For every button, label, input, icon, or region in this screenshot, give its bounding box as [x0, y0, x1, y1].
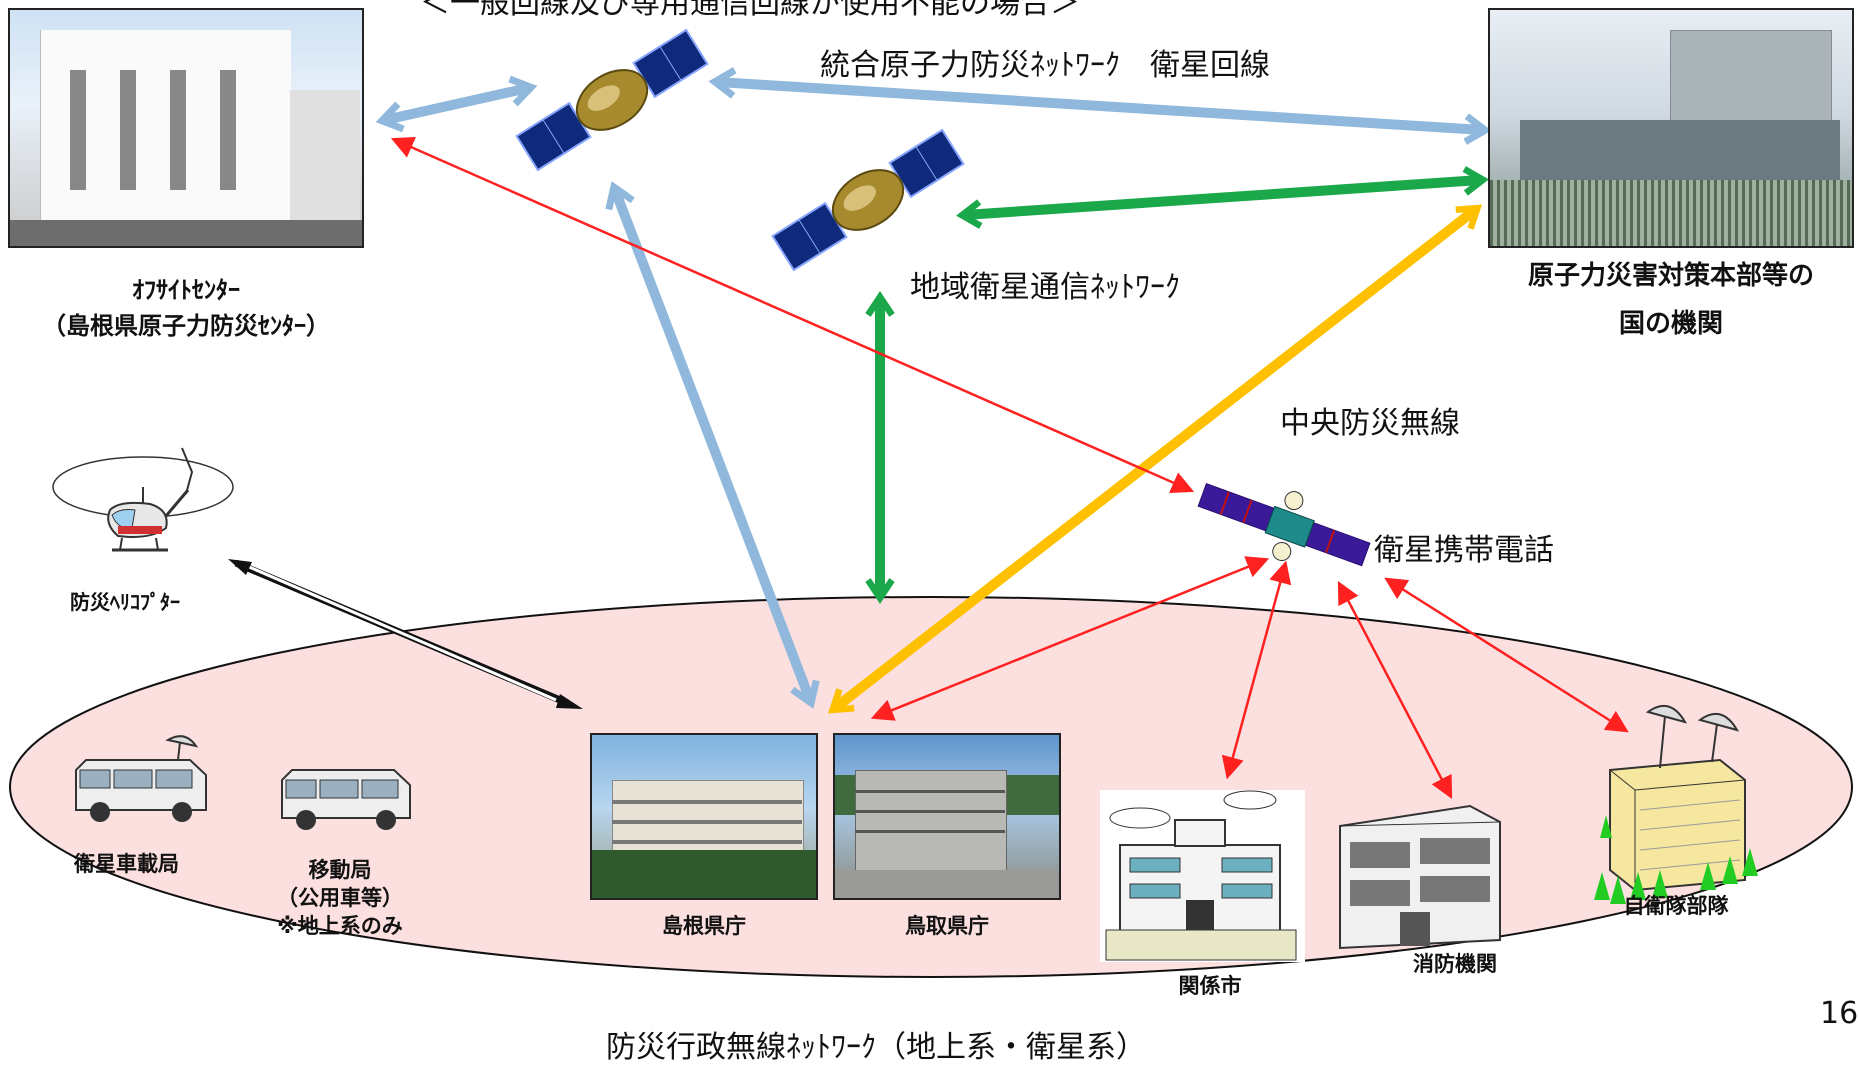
sdf-base-icon — [1594, 704, 1758, 904]
mobile-van-icon — [281, 769, 411, 830]
integrated-network-label: 統合原子力防災ﾈｯﾄﾜｰｸ 衛星回線 — [820, 48, 1270, 83]
national-agency-photo — [1488, 8, 1854, 248]
shimane-label: 島根県庁 — [662, 914, 746, 938]
red-link-city — [1221, 560, 1292, 780]
offsite-center-photo — [8, 8, 364, 248]
satellite-van-icon — [75, 735, 207, 822]
mobile-station-label: 移動局 （公用車等） ※地上系のみ — [250, 856, 430, 940]
red-link-prefecture — [870, 556, 1270, 721]
satphone-label: 衛星携帯電話 — [1374, 533, 1554, 568]
helicopter-label: 防災ﾍﾘｺﾌﾟﾀｰ — [70, 590, 180, 614]
national-agency-subname: 国の機関 — [1618, 309, 1723, 339]
national-agency-name: 原子力災害対策本部等の — [1527, 261, 1814, 291]
city-hall-icon — [1100, 790, 1305, 962]
red-link-offsite — [390, 136, 1195, 494]
regional-network-label: 地域衛星通信ﾈｯﾄﾜｰｸ — [910, 270, 1180, 305]
national-agency-label: 原子力災害対策本部等の 国の機関 — [1488, 252, 1854, 348]
offsite-center-label: ｵﾌｻｲﾄｾﾝﾀｰ （島根県原子力防災ｾﾝﾀｰ） — [0, 272, 372, 344]
satellite-integrated — [515, 28, 709, 172]
blue-link-gov — [708, 67, 1492, 145]
tottori-label: 鳥取県庁 — [905, 914, 989, 938]
satellite-phone — [1197, 482, 1371, 567]
central-radio-label: 中央防災無線 — [1280, 406, 1460, 441]
mobile-station-note: ※地上系のみ — [277, 914, 403, 938]
satellite-regional — [771, 128, 965, 272]
header-cut-text: ＜一般回線及び専用通信回線が使用不能の場合＞ — [420, 0, 1080, 21]
page-number: 16 — [1820, 996, 1859, 1031]
mobile-station-name: 移動局 — [308, 858, 372, 882]
fire-label: 消防機関 — [1413, 952, 1497, 976]
green-link-gov — [956, 166, 1489, 229]
fire-station-icon — [1339, 804, 1501, 950]
tottori-prefecture-photo — [833, 733, 1061, 900]
city-label: 関係市 — [1178, 974, 1242, 998]
blue-link-offsite — [375, 75, 538, 133]
helicopter-icon — [52, 447, 234, 552]
helicopter-link — [228, 559, 583, 709]
sdf-label: 自衛隊部隊 — [1623, 894, 1729, 918]
shimane-prefecture-photo — [590, 733, 818, 900]
sat-vehicle-label: 衛星車載局 — [74, 852, 179, 876]
offsite-center-subname: （島根県原子力防災ｾﾝﾀｰ） — [42, 312, 330, 340]
red-link-sdf — [1384, 577, 1629, 733]
offsite-center-name: ｵﾌｻｲﾄｾﾝﾀｰ — [132, 276, 240, 304]
mobile-station-type: （公用車等） — [277, 886, 403, 910]
admin-network-label: 防災行政無線ﾈｯﾄﾜｰｸ（地上系・衛星系） — [606, 1030, 1146, 1065]
